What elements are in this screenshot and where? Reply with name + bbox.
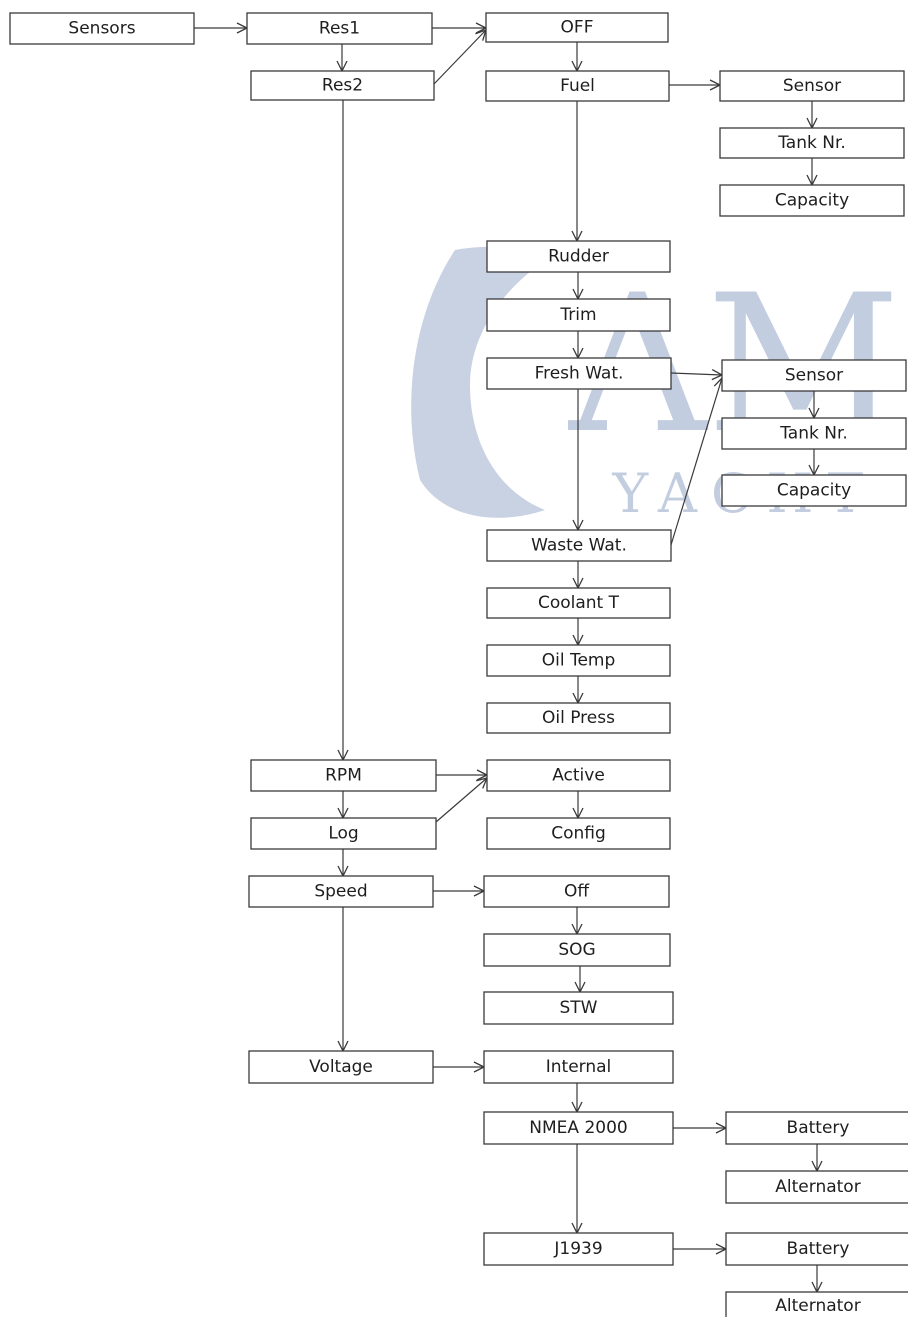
node-water-capacity[interactable]: Capacity bbox=[721, 474, 907, 507]
node-res2[interactable]: Res2 bbox=[250, 70, 435, 101]
node-res2-label: Res2 bbox=[322, 76, 363, 96]
edge-wastewat-sensor bbox=[670, 378, 722, 546]
node-j1939[interactable]: J1939 bbox=[483, 1232, 674, 1266]
node-nmea-battery-label: Battery bbox=[787, 1118, 850, 1138]
node-sog-label: SOG bbox=[558, 940, 595, 960]
node-rpm[interactable]: RPM bbox=[250, 759, 437, 792]
node-speed-off[interactable]: Off bbox=[483, 875, 670, 908]
node-res1[interactable]: Res1 bbox=[246, 12, 433, 45]
node-voltage-label: Voltage bbox=[309, 1057, 373, 1077]
node-j1939-alternator-label: Alternator bbox=[775, 1296, 860, 1316]
node-sensors-label: Sensors bbox=[68, 19, 135, 39]
node-waste-wat[interactable]: Waste Wat. bbox=[486, 529, 672, 562]
node-internal[interactable]: Internal bbox=[483, 1050, 674, 1084]
node-fresh-wat[interactable]: Fresh Wat. bbox=[486, 357, 672, 390]
node-water-sensor-label: Sensor bbox=[785, 366, 843, 386]
node-oil-temp-label: Oil Temp bbox=[542, 651, 616, 671]
node-j1939-label: J1939 bbox=[553, 1239, 602, 1259]
edge-res2-off bbox=[433, 30, 486, 85]
node-fresh-wat-label: Fresh Wat. bbox=[535, 364, 624, 384]
node-oil-press-label: Oil Press bbox=[542, 708, 615, 728]
node-coolant-t[interactable]: Coolant T bbox=[486, 587, 671, 619]
nodes: Sensors Res1 Res2 OFF Fuel Sensor Tank N… bbox=[9, 12, 908, 1317]
node-trim-label: Trim bbox=[559, 305, 596, 325]
node-speed[interactable]: Speed bbox=[248, 875, 434, 908]
node-water-sensor[interactable]: Sensor bbox=[721, 359, 907, 392]
node-sog[interactable]: SOG bbox=[483, 933, 671, 967]
node-water-tank-label: Tank Nr. bbox=[779, 424, 848, 444]
edge-freshwat-sensor bbox=[670, 373, 722, 375]
node-config-label: Config bbox=[551, 824, 606, 844]
node-fuel-tank[interactable]: Tank Nr. bbox=[719, 127, 905, 159]
node-trim[interactable]: Trim bbox=[486, 298, 671, 332]
edges bbox=[194, 28, 817, 1292]
node-res1-label: Res1 bbox=[319, 19, 360, 39]
node-nmea-alternator-label: Alternator bbox=[775, 1177, 860, 1197]
node-waste-wat-label: Waste Wat. bbox=[531, 536, 627, 556]
node-voltage[interactable]: Voltage bbox=[248, 1050, 434, 1084]
node-j1939-battery-label: Battery bbox=[787, 1239, 850, 1259]
node-active-label: Active bbox=[552, 766, 605, 786]
node-log-label: Log bbox=[328, 824, 358, 844]
node-active[interactable]: Active bbox=[486, 759, 671, 792]
node-internal-label: Internal bbox=[546, 1057, 612, 1077]
node-speed-off-label: Off bbox=[564, 882, 590, 902]
node-water-tank[interactable]: Tank Nr. bbox=[721, 417, 907, 450]
node-coolant-t-label: Coolant T bbox=[538, 593, 620, 613]
node-rpm-label: RPM bbox=[325, 766, 362, 786]
node-rudder-label: Rudder bbox=[548, 247, 609, 267]
node-off-top[interactable]: OFF bbox=[485, 12, 669, 43]
node-nmea2000[interactable]: NMEA 2000 bbox=[483, 1111, 674, 1145]
node-stw[interactable]: STW bbox=[483, 991, 674, 1025]
node-fuel-sensor-label: Sensor bbox=[783, 76, 841, 96]
node-fuel[interactable]: Fuel bbox=[485, 70, 670, 102]
node-config[interactable]: Config bbox=[486, 817, 671, 850]
node-stw-label: STW bbox=[560, 998, 598, 1018]
node-water-capacity-label: Capacity bbox=[777, 481, 851, 501]
node-j1939-alternator[interactable]: Alternator bbox=[725, 1291, 908, 1317]
node-nmea-alternator[interactable]: Alternator bbox=[725, 1170, 908, 1204]
node-j1939-battery[interactable]: Battery bbox=[725, 1232, 908, 1266]
node-nmea-battery[interactable]: Battery bbox=[725, 1111, 908, 1145]
edge-log-active bbox=[435, 778, 487, 823]
node-off-top-label: OFF bbox=[561, 18, 594, 38]
node-oil-temp[interactable]: Oil Temp bbox=[486, 644, 671, 677]
node-log[interactable]: Log bbox=[250, 817, 437, 850]
node-fuel-label: Fuel bbox=[560, 76, 595, 96]
node-speed-label: Speed bbox=[314, 882, 367, 902]
node-fuel-capacity[interactable]: Capacity bbox=[719, 184, 905, 217]
node-rudder[interactable]: Rudder bbox=[486, 240, 671, 273]
node-fuel-tank-label: Tank Nr. bbox=[777, 133, 846, 153]
node-fuel-sensor[interactable]: Sensor bbox=[719, 70, 905, 102]
node-fuel-capacity-label: Capacity bbox=[775, 191, 849, 211]
node-nmea2000-label: NMEA 2000 bbox=[529, 1118, 627, 1138]
node-sensors[interactable]: Sensors bbox=[9, 12, 195, 45]
watermark-sail-shape bbox=[411, 246, 555, 518]
node-oil-press[interactable]: Oil Press bbox=[486, 702, 671, 734]
